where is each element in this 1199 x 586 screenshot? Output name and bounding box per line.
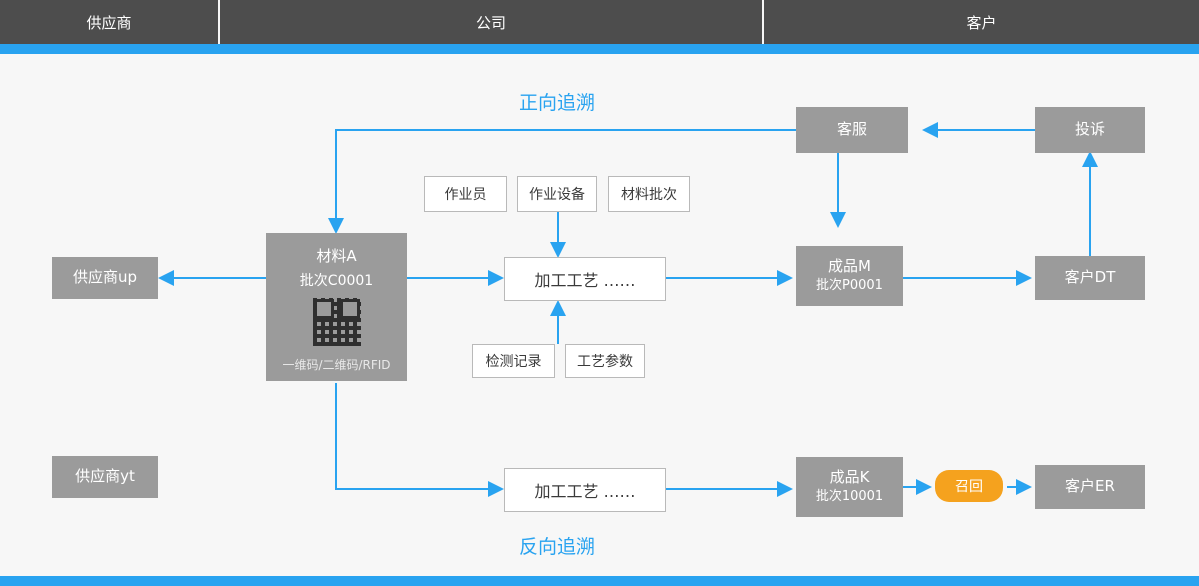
- node-operator-label: 作业员: [444, 187, 487, 203]
- node-customer-service-label: 客服: [836, 120, 867, 139]
- node-operator[interactable]: 作业员: [424, 176, 507, 212]
- node-supplier-up-label: 供应商up: [72, 268, 138, 287]
- reverse-trace-label: 反向追溯: [519, 536, 596, 558]
- header-column-company: 公司: [220, 0, 762, 53]
- node-material-a-code-types: 一维码/二维码/RFID: [282, 358, 391, 372]
- node-process-bottom-label: 加工工艺 ……: [534, 482, 636, 501]
- header-column-customer: 客户: [764, 0, 1199, 53]
- header-column-supplier: 供应商: [0, 0, 218, 53]
- bottom-accent-bar: [0, 576, 1199, 586]
- node-material-a-batch: 批次C0001: [299, 273, 374, 289]
- node-customer-er[interactable]: 客户ER: [1035, 465, 1145, 509]
- node-finished-m[interactable]: 成品M 批次P0001: [796, 246, 903, 306]
- node-customer-service[interactable]: 客服: [796, 107, 908, 153]
- node-supplier-up[interactable]: 供应商up: [52, 257, 158, 299]
- node-customer-er-label: 客户ER: [1065, 477, 1115, 496]
- forward-trace-label: 正向追溯: [519, 92, 596, 114]
- node-finished-k[interactable]: 成品K 批次10001: [796, 457, 903, 517]
- node-finished-m-batch: 批次P0001: [816, 278, 883, 294]
- node-customer-dt-label: 客户DT: [1064, 268, 1116, 287]
- node-supplier-yt[interactable]: 供应商yt: [52, 456, 158, 498]
- node-complaint-label: 投诉: [1074, 120, 1105, 139]
- node-complaint[interactable]: 投诉: [1035, 107, 1145, 153]
- node-inspection-record-label: 检测记录: [485, 354, 542, 370]
- node-supplier-yt-label: 供应商yt: [75, 467, 135, 486]
- header-column-company-label: 公司: [475, 13, 506, 32]
- node-material-a-title: 材料A: [316, 247, 357, 265]
- node-material-a[interactable]: 材料A 批次C0001 一维码/二维码/RFID: [266, 233, 407, 381]
- node-process-top[interactable]: 加工工艺 ……: [504, 257, 666, 301]
- node-material-batch-label: 材料批次: [621, 187, 677, 203]
- node-process-params-label: 工艺参数: [577, 354, 633, 370]
- node-process-bottom[interactable]: 加工工艺 ……: [504, 468, 666, 512]
- header-column-supplier-label: 供应商: [86, 13, 132, 32]
- node-process-params[interactable]: 工艺参数: [565, 344, 645, 378]
- node-finished-k-title: 成品K: [829, 467, 870, 486]
- node-recall-label: 召回: [955, 479, 983, 495]
- header-column-customer-label: 客户: [966, 13, 997, 32]
- node-material-batch[interactable]: 材料批次: [608, 176, 690, 212]
- node-process-top-label: 加工工艺 ……: [534, 271, 636, 290]
- node-equipment-label: 作业设备: [529, 187, 585, 203]
- node-equipment[interactable]: 作业设备: [517, 176, 597, 212]
- column-header-row: 供应商 公司 客户: [0, 0, 1199, 53]
- node-customer-dt[interactable]: 客户DT: [1035, 256, 1145, 300]
- node-finished-k-batch: 批次10001: [815, 489, 884, 505]
- node-finished-m-title: 成品M: [828, 256, 871, 275]
- top-accent-bar: [0, 44, 1199, 54]
- node-inspection-record[interactable]: 检测记录: [472, 344, 555, 378]
- node-recall-badge[interactable]: 召回: [935, 470, 1003, 502]
- qr-code-icon: [312, 298, 361, 346]
